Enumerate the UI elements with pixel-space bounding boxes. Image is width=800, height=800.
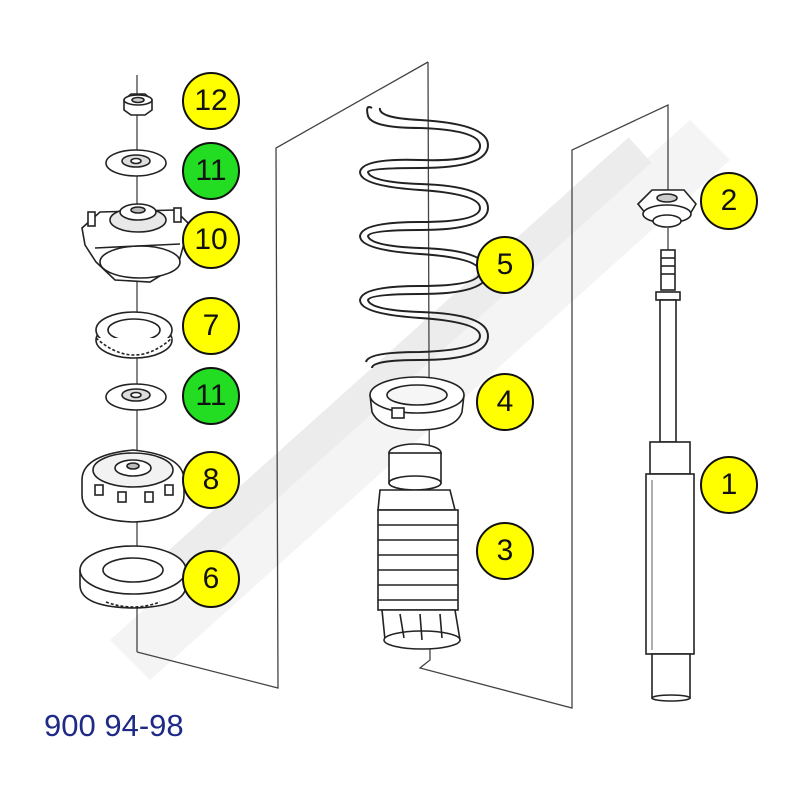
callout-5: 5	[476, 236, 534, 294]
part-12-nut	[123, 93, 153, 116]
callout-4: 4	[476, 373, 534, 431]
model-caption: 900 94-98	[44, 708, 184, 743]
part-6-spring-pad	[79, 545, 187, 609]
part-7-bearing	[95, 311, 173, 359]
callout-3: 3	[476, 522, 534, 580]
right-panel-outline	[418, 61, 669, 709]
part-3-dust-boot	[377, 443, 461, 650]
part-8-spring-seat-upper	[81, 449, 185, 523]
left-panel-outline	[136, 61, 429, 689]
part-1-shock-absorber	[645, 249, 695, 702]
part-10-strut-mount	[81, 203, 191, 283]
part-4-spring-seat	[369, 376, 465, 431]
callout-12: 12	[182, 72, 240, 130]
callout-2: 2	[700, 172, 758, 230]
part-5-coil-spring	[358, 106, 490, 369]
part-11-washer-lower	[105, 383, 167, 411]
part-11-washer-upper	[105, 149, 167, 177]
callout-11-lower: 11	[182, 367, 240, 425]
callout-11-upper: 11	[182, 142, 240, 200]
callout-1: 1	[700, 456, 758, 514]
callout-7: 7	[182, 297, 240, 355]
part-2-cap-nut	[636, 189, 697, 228]
callout-10: 10	[182, 211, 240, 269]
callout-6: 6	[182, 550, 240, 608]
callout-8: 8	[182, 451, 240, 509]
